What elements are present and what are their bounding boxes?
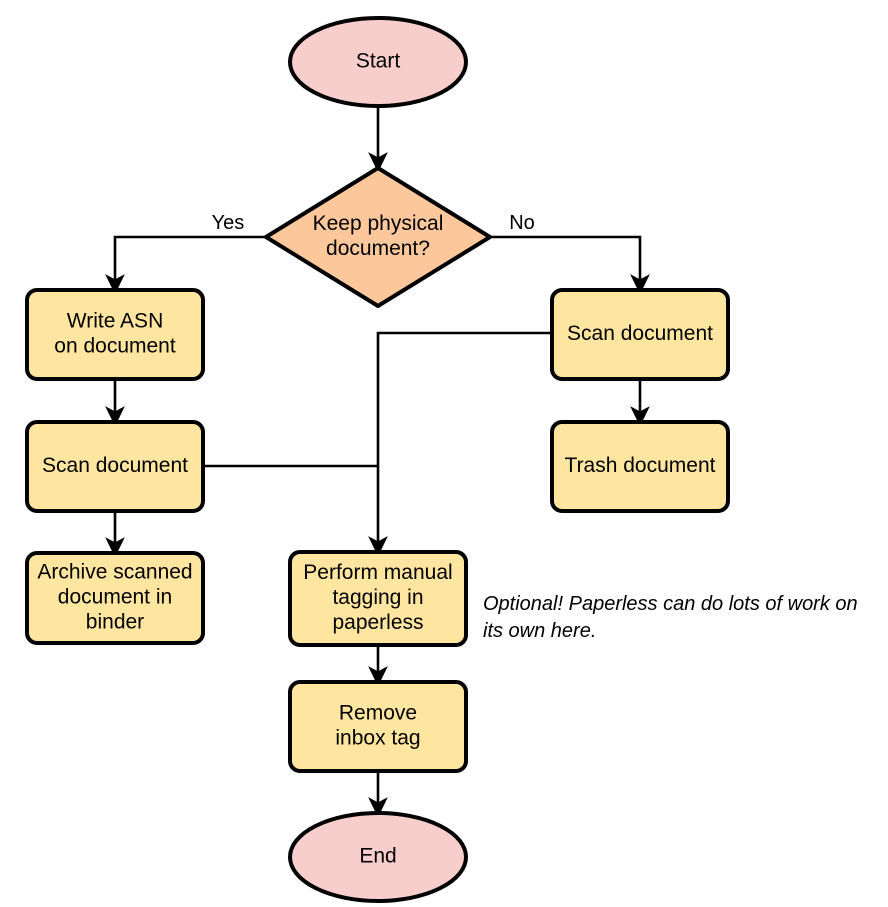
tagging-label-line3: paperless (332, 611, 423, 634)
remove-inbox-tag-label-line2: inbox tag (335, 727, 420, 750)
tagging-label-line1: Perform manual (303, 561, 452, 584)
archive-label-line2: document in (58, 586, 172, 609)
edge-scan-right-to-tagging (368, 331, 552, 557)
node-remove-inbox-tag[interactable]: Remove inbox tag (288, 680, 468, 773)
node-end[interactable]: End (288, 811, 468, 903)
tagging-box (288, 550, 468, 647)
optional-note-line2: its own here. (483, 620, 596, 642)
edge-label-yes: Yes (212, 212, 245, 234)
write-asn-label-line2: on document (54, 335, 176, 358)
trash-document-box (550, 420, 730, 513)
start-ellipse (288, 16, 468, 108)
decision-label-line1: Keep physical (313, 212, 444, 235)
node-scan-document-left[interactable]: Scan document (25, 420, 205, 513)
archive-label-line1: Archive scanned (37, 561, 192, 584)
write-asn-box (25, 288, 205, 381)
scan-document-right-label: Scan document (567, 322, 713, 345)
end-label: End (359, 845, 396, 868)
edges-layer (105, 106, 650, 818)
scan-document-right-box (550, 288, 730, 381)
node-perform-manual-tagging-in-paperless[interactable]: Perform manual tagging in paperless (288, 550, 468, 647)
node-write-asn-on-document[interactable]: Write ASN on document (25, 288, 205, 381)
decision-label-line2: document? (326, 237, 430, 260)
node-archive-scanned-document-in-binder[interactable]: Archive scanned document in binder (25, 551, 205, 645)
edge-labels-layer: Yes No (212, 212, 535, 234)
tagging-label-line2: tagging in (332, 586, 423, 609)
archive-box (25, 551, 205, 645)
trash-document-label: Trash document (565, 454, 716, 477)
node-trash-document[interactable]: Trash document (550, 420, 730, 513)
optional-note-line1: Optional! Paperless can do lots of work … (483, 593, 858, 615)
scan-document-left-box (25, 420, 205, 513)
remove-inbox-tag-label-line1: Remove (339, 702, 417, 725)
write-asn-label-line1: Write ASN (67, 310, 163, 333)
scan-document-left-label: Scan document (42, 454, 188, 477)
annotations-layer: Optional! Paperless can do lots of work … (483, 593, 858, 642)
edge-decision-to-write-asn (105, 235, 266, 295)
edge-label-no: No (509, 212, 535, 234)
archive-label-line3: binder (86, 611, 144, 634)
decision-diamond (264, 166, 492, 308)
node-decision-keep-physical-document[interactable]: Keep physical document? (264, 166, 492, 308)
edge-decision-to-scan-right (490, 235, 650, 295)
node-scan-document-right[interactable]: Scan document (550, 288, 730, 381)
end-ellipse (288, 811, 468, 903)
start-label: Start (356, 50, 401, 73)
remove-inbox-tag-box (288, 680, 468, 773)
node-start[interactable]: Start (288, 16, 468, 108)
